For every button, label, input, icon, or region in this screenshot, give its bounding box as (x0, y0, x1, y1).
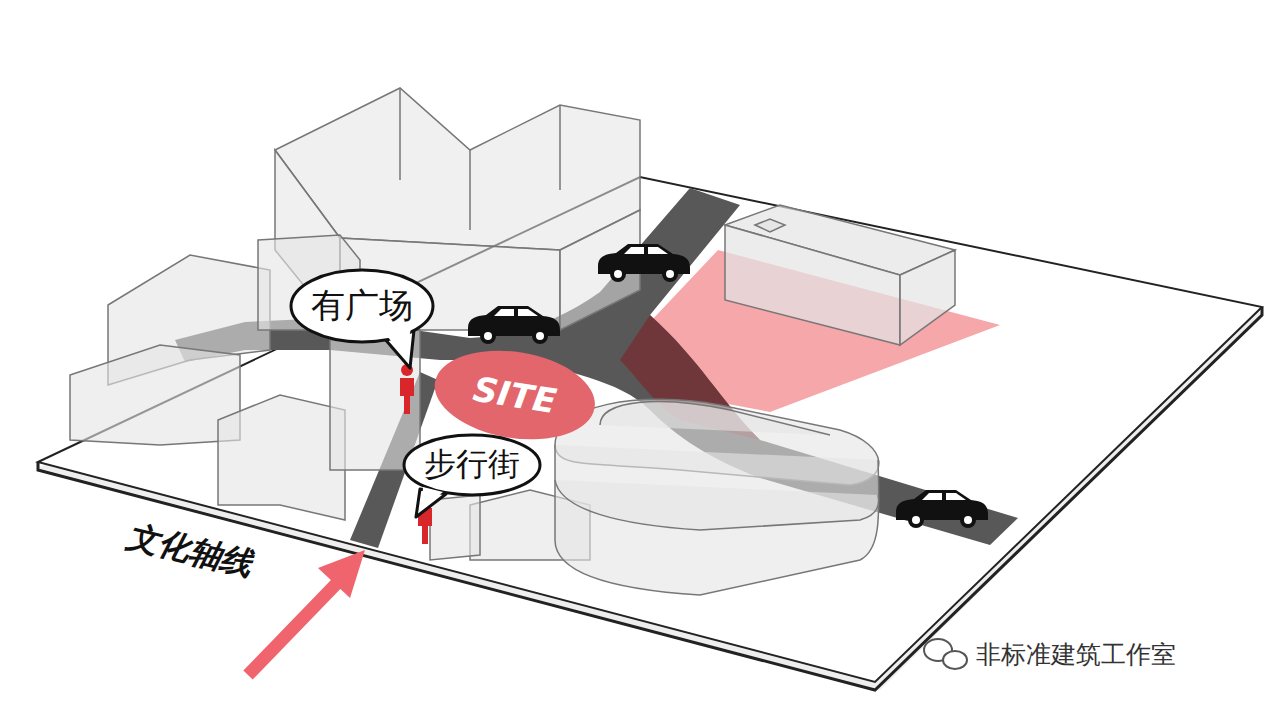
bubble-outline (291, 270, 433, 342)
drawing-part (755, 219, 785, 232)
drawing-part (725, 225, 900, 345)
site-ellipse-fill (428, 340, 601, 450)
drawing-part (900, 250, 955, 345)
drawing-part (943, 651, 967, 669)
axis-label: 文化轴线 (122, 515, 257, 587)
bubble-tail-join (387, 328, 411, 358)
car (896, 490, 988, 528)
drawing-part (218, 395, 345, 520)
drawing-part (70, 345, 240, 445)
building (725, 205, 955, 345)
speech-bubble: 有广场 (289, 268, 435, 344)
drawing-part (555, 480, 879, 530)
axis-arrow (248, 580, 340, 675)
bubble-text: 步行街 (424, 443, 520, 487)
drawing-part (469, 150, 471, 230)
car (468, 306, 560, 344)
watermark: 非标准建筑工作室 (976, 638, 1176, 671)
car (598, 244, 690, 282)
drawing-part (400, 378, 414, 414)
building (70, 235, 590, 560)
bubble-text: 有广场 (311, 283, 413, 329)
ground-edge (38, 307, 1262, 690)
curved-building (555, 399, 879, 595)
wechat-icon (924, 639, 967, 669)
drawing-part (430, 495, 480, 560)
axis-arrowhead (318, 550, 365, 598)
drawing-part (559, 105, 561, 190)
bubble-tail-join (422, 487, 443, 509)
road (175, 188, 1018, 545)
drawing-part (555, 445, 879, 595)
drawing-part (399, 88, 401, 180)
building (275, 88, 640, 330)
drawing-part (600, 402, 830, 435)
ground-plane (38, 177, 1262, 682)
speech-bubble: 步行街 (402, 433, 542, 497)
bubble-outline (404, 435, 540, 495)
